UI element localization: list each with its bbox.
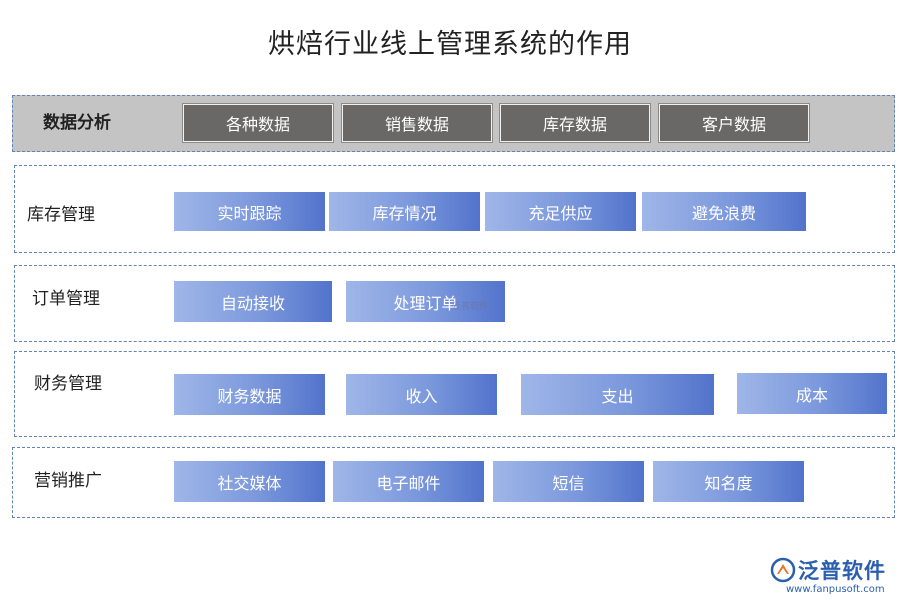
section-label: 库存管理 bbox=[27, 205, 95, 225]
item-inventory-status: 库存情况 bbox=[329, 192, 480, 231]
section-inventory-management: 库存管理 实时跟踪 库存情况 充足供应 避免浪费 bbox=[14, 165, 895, 253]
item-financial-data: 财务数据 bbox=[174, 374, 325, 415]
section-finance-management: 财务管理 财务数据 收入 支出 成本 bbox=[14, 351, 895, 437]
item-various-data: 各种数据 bbox=[183, 104, 333, 142]
logo-name: 泛普软件 bbox=[798, 559, 886, 583]
item-ample-supply: 充足供应 bbox=[485, 192, 636, 231]
item-social-media: 社交媒体 bbox=[174, 461, 325, 502]
page-title: 烘焙行业线上管理系统的作用 bbox=[268, 29, 632, 60]
section-data-analysis: 数据分析 各种数据 销售数据 库存数据 客户数据 bbox=[12, 95, 895, 152]
item-avoid-waste: 避免浪费 bbox=[642, 192, 806, 231]
item-customer-data: 客户数据 bbox=[659, 104, 809, 142]
watermark-text: 泛普软件 bbox=[452, 302, 489, 312]
item-process-orders: 处理订单 bbox=[346, 281, 505, 322]
brand-logo[interactable]: 泛普软件 www.fanpusoft.com bbox=[770, 555, 895, 595]
section-label: 订单管理 bbox=[32, 289, 100, 309]
section-label: 营销推广 bbox=[34, 471, 102, 491]
section-marketing-promotion: 营销推广 社交媒体 电子邮件 短信 知名度 bbox=[12, 447, 895, 518]
item-cost: 成本 bbox=[737, 373, 887, 414]
item-sms: 短信 bbox=[493, 461, 644, 502]
item-brand-awareness: 知名度 bbox=[653, 461, 804, 502]
item-real-time-tracking: 实时跟踪 bbox=[174, 192, 325, 231]
section-label: 数据分析 bbox=[43, 113, 111, 133]
fanpu-logo-icon bbox=[770, 557, 796, 583]
item-inventory-data: 库存数据 bbox=[500, 104, 650, 142]
logo-url: www.fanpusoft.com bbox=[786, 584, 885, 595]
item-sales-data: 销售数据 bbox=[342, 104, 492, 142]
item-expenditure: 支出 bbox=[521, 374, 714, 415]
item-income: 收入 bbox=[346, 374, 497, 415]
item-auto-receive: 自动接收 bbox=[174, 281, 332, 322]
item-email: 电子邮件 bbox=[333, 461, 484, 502]
section-label: 财务管理 bbox=[34, 374, 102, 394]
section-order-management: 订单管理 自动接收 处理订单 bbox=[14, 265, 895, 342]
